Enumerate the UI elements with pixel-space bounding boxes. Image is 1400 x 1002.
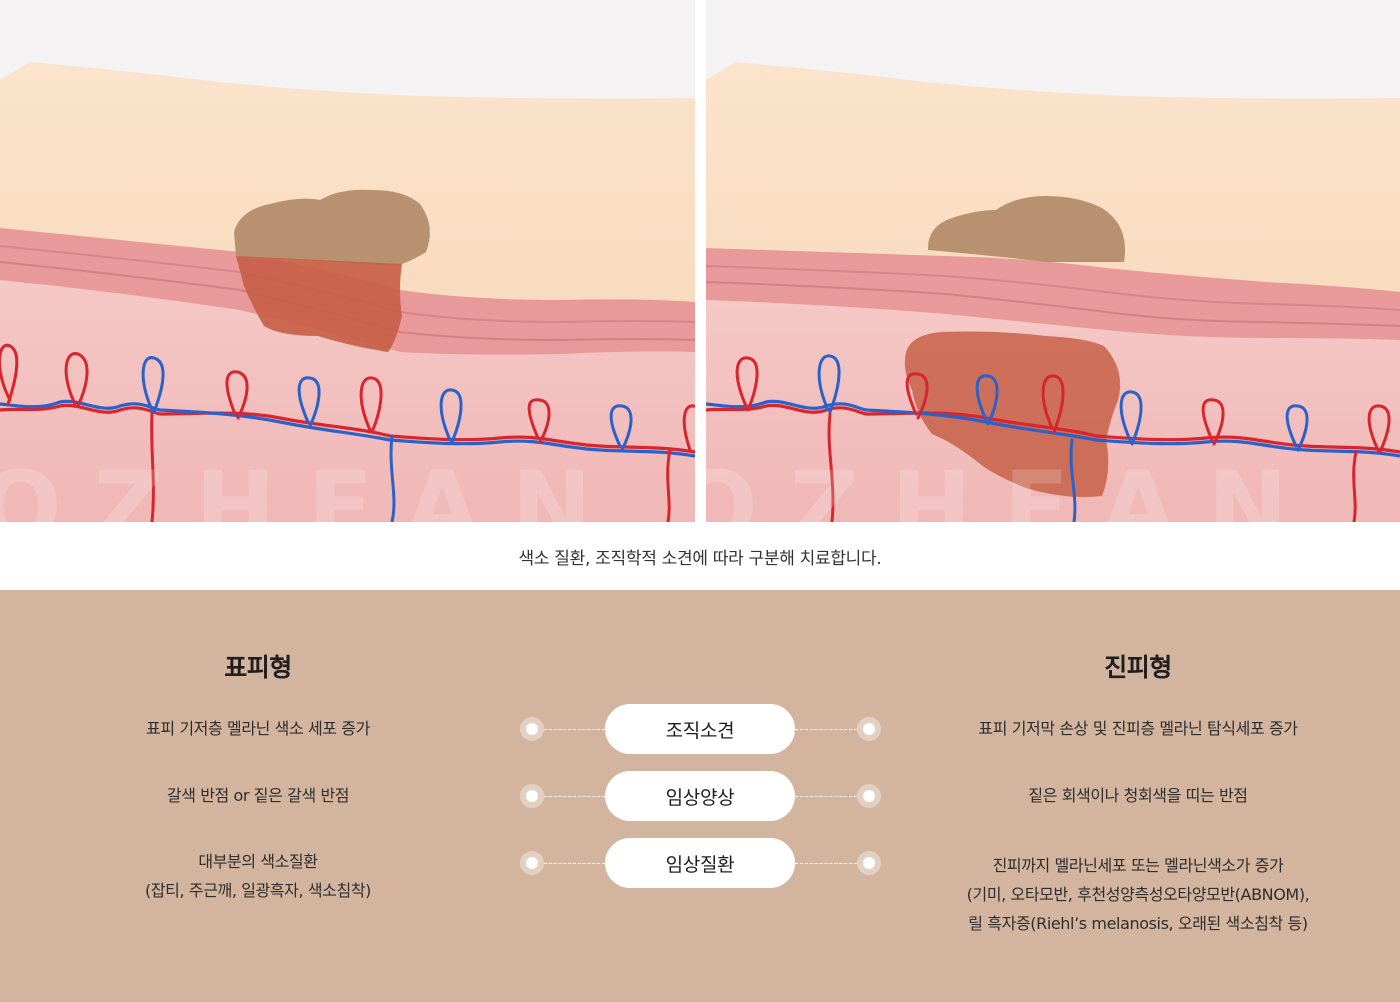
row-label-clinical-diseases: 임상질환 xyxy=(605,838,795,888)
dermal-clinical-diseases: 진피까지 멜라닌세포 또는 멜라닌색소가 증가 (기미, 오타모반, 후천성양측… xyxy=(918,851,1358,938)
cell-line: (잡티, 주근깨, 일광흑자, 색소침착) xyxy=(145,881,371,900)
connector-dash-right xyxy=(795,863,857,864)
row-label-histology: 조직소견 xyxy=(605,704,795,754)
connector-dot-left xyxy=(520,851,544,875)
cell-line: 진피까지 멜라닌세포 또는 멜라닌색소가 증가 xyxy=(992,856,1284,875)
vein-line xyxy=(706,399,1400,458)
epidermal-type-title: 표피형 xyxy=(224,653,292,682)
cell-line: 표피 기저막 손상 및 진피층 멜라닌 탐식세포 증가 xyxy=(978,719,1298,738)
epidermal-type-illustration: OZHEAN xyxy=(0,0,695,522)
connector-dash-right xyxy=(795,729,857,730)
pigment-lesion-surface xyxy=(928,196,1126,262)
skin-cross-section-dermal: OZHEAN xyxy=(706,0,1400,522)
illustration-divider xyxy=(695,0,706,522)
pigment-lesion-basal xyxy=(236,256,402,352)
artery-line xyxy=(706,403,1400,454)
dermal-type-title: 진피형 xyxy=(1104,653,1172,682)
connector-dash-left xyxy=(544,729,605,730)
vein-line xyxy=(0,399,695,458)
connector-dot-right xyxy=(857,851,881,875)
comparison-panel: 표피형 진피형 표피 기저층 멜라닌 색소 세포 증가 조직소견 표피 기저막 … xyxy=(0,590,1400,1002)
connector-dash-right xyxy=(795,796,857,797)
cell-line: 릴 흑자증(Riehl’s melanosis, 오래된 색소침착 등) xyxy=(968,914,1308,933)
dermal-clinical-features: 짙은 회색이나 청회색을 띠는 반점 xyxy=(918,781,1358,810)
dermis-layer xyxy=(0,280,695,522)
connector-dash-left xyxy=(544,796,605,797)
cell-line: (기미, 오타모반, 후천성양측성오타양모반(ABNOM), xyxy=(966,885,1310,904)
watermark: OZHEAN xyxy=(706,451,1320,522)
connector-dot-right xyxy=(857,717,881,741)
dermal-type-illustration: OZHEAN xyxy=(706,0,1400,522)
cell-line: 대부분의 색소질환 xyxy=(198,852,318,871)
cell-line: 갈색 반점 or 짙은 갈색 반점 xyxy=(166,786,350,805)
watermark: OZHEAN xyxy=(0,451,624,522)
cell-line: 짙은 회색이나 청회색을 띠는 반점 xyxy=(1028,786,1248,805)
caption: 색소 질환, 조직학적 소견에 따라 구분해 치료합니다. xyxy=(518,548,882,569)
connector-dot-left xyxy=(520,717,544,741)
epidermal-histology: 표피 기저층 멜라닌 색소 세포 증가 xyxy=(38,714,478,743)
pigment-lesion-surface xyxy=(234,189,430,266)
cell-line: 표피 기저층 멜라닌 색소 세포 증가 xyxy=(146,719,370,738)
connector-dash-left xyxy=(544,863,605,864)
connector-dot-right xyxy=(857,784,881,808)
epidermal-clinical-features: 갈색 반점 or 짙은 갈색 반점 xyxy=(38,781,478,810)
dermal-histology: 표피 기저막 손상 및 진피층 멜라닌 탐식세포 증가 xyxy=(918,714,1358,743)
epidermal-clinical-diseases: 대부분의 색소질환 (잡티, 주근깨, 일광흑자, 색소침착) xyxy=(38,847,478,905)
connector-dot-left xyxy=(520,784,544,808)
pigment-lesion-dermal xyxy=(904,331,1121,497)
row-label-clinical-features: 임상양상 xyxy=(605,771,795,821)
skin-cross-section-epidermal: OZHEAN xyxy=(0,0,695,522)
